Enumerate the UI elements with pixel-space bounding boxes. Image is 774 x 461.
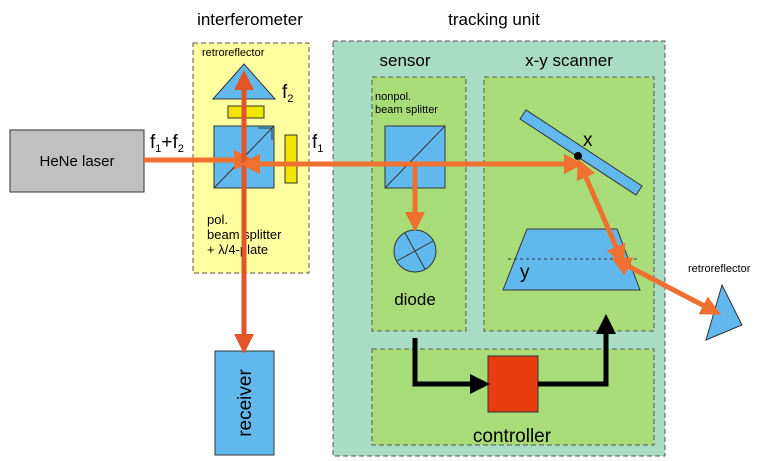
signal-controller-to-scanner bbox=[538, 314, 616, 387]
diode-label: diode bbox=[394, 290, 436, 309]
retroreflector-right-label: retroreflector bbox=[688, 263, 751, 275]
signal-diode-to-controller bbox=[412, 338, 490, 394]
controller-label: controller bbox=[473, 426, 552, 447]
receiver-box bbox=[214, 350, 275, 456]
beam-label-f2: f2 bbox=[282, 82, 293, 105]
cube-mark bbox=[258, 127, 273, 140]
sensor-heading: sensor bbox=[379, 51, 430, 70]
hene-laser-label: HeNe laser bbox=[39, 153, 114, 170]
quadrant-diode-line-b bbox=[404, 232, 426, 270]
tracking-unit-heading: tracking unit bbox=[448, 10, 540, 29]
nonpol-beam-splitter-label: nonpol. beam splitter bbox=[375, 91, 438, 116]
interferometer-heading: interferometer bbox=[197, 10, 303, 29]
xy-scanner-heading: x-y scanner bbox=[525, 51, 613, 70]
y-axis-label: y bbox=[520, 262, 530, 283]
sensor-panel bbox=[371, 76, 467, 332]
xy-scanner-panel bbox=[483, 76, 655, 332]
x-axis-label: x bbox=[583, 130, 593, 151]
hene-laser-box bbox=[9, 129, 145, 193]
retroreflector-top-label: retroreflector bbox=[202, 47, 265, 59]
beam-y-to-diode-side bbox=[611, 257, 721, 315]
beam-x-to-y bbox=[576, 158, 626, 266]
beam-label-f1f2: f1+f2 bbox=[150, 132, 184, 155]
beam-label-f1: f1 bbox=[312, 132, 323, 155]
controller-box bbox=[487, 355, 539, 413]
quarter-wave-plate-right bbox=[284, 134, 298, 184]
retroreflector-right-prism bbox=[705, 283, 743, 341]
receiver-label: receiver bbox=[235, 369, 256, 437]
x-axis-pivot bbox=[574, 152, 582, 160]
